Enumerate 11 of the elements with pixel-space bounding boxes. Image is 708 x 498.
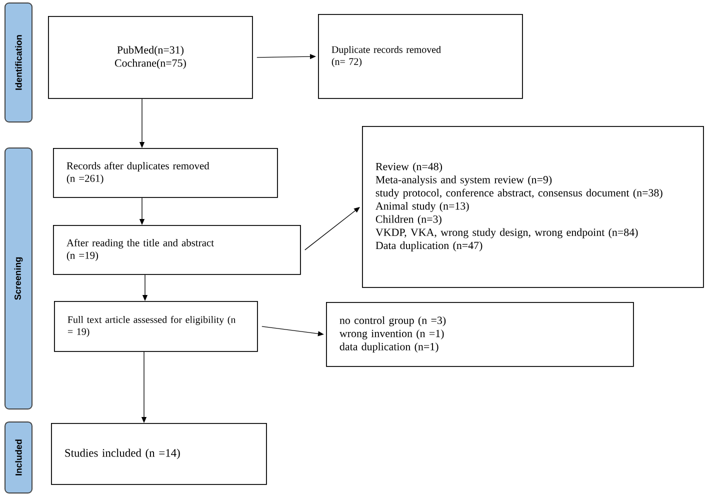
- process-box: After reading the title and abstract (n =19): [53, 225, 301, 275]
- stage-label: Screening: [4, 148, 32, 410]
- process-box: PubMed(n=31) Cochrane(n=75): [48, 16, 253, 99]
- process-box: Records after duplicates removed (n =261): [53, 148, 278, 198]
- process-box: Full text article assessed for eligibility (n = 19): [54, 301, 258, 352]
- stage-label: Included: [4, 422, 32, 494]
- process-box: Studies included (n =14): [51, 423, 267, 485]
- stage-label: Identification: [4, 2, 32, 122]
- process-box: Duplicate records removed (n= 72): [318, 14, 523, 99]
- process-box: no control group (n =3) wrong invention (n =1) data duplication (n=1): [326, 302, 634, 367]
- process-box: Review (n=48) Meta-analysis and system review (n=9) study protocol, conference abstract, consensus document (n=38) Animal study (n=13) Children (n=3) VKDP, VKA, wrong study design, wrong endpoint (n=84) Data duplication (n=47): [362, 126, 704, 288]
